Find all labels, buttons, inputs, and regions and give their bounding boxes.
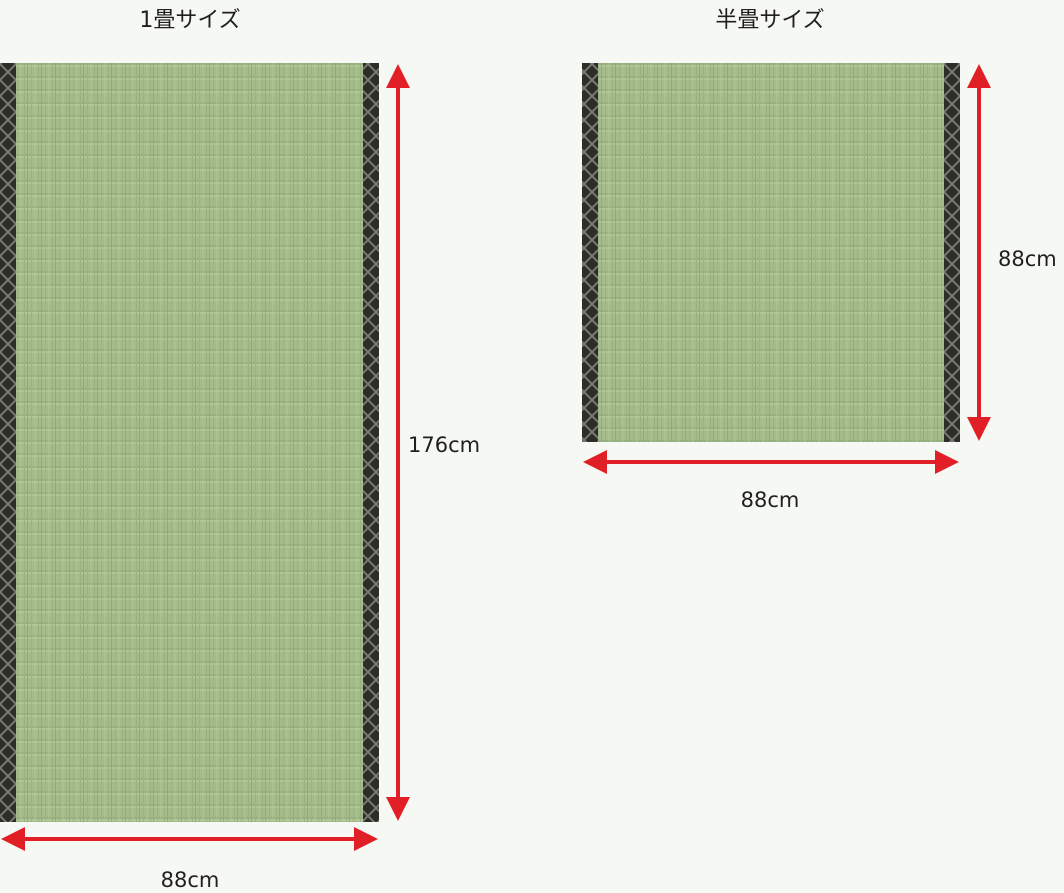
full-mat-surface: [0, 63, 379, 822]
full-mat-width-label: 88cm: [161, 868, 220, 892]
half-mat-width-label: 88cm: [741, 488, 800, 512]
full-mat-height-label: 176cm: [408, 433, 480, 457]
half-mat-right-border: [944, 63, 960, 442]
full-mat-group: 1畳サイズ 176cm 88cm: [0, 8, 480, 892]
half-mat-group: 半畳サイズ 88cm 88cm: [582, 8, 1057, 512]
full-mat-title: 1畳サイズ: [139, 8, 240, 33]
half-mat-height-label: 88cm: [998, 247, 1057, 271]
full-mat-left-border: [0, 63, 16, 822]
half-mat-surface: [582, 63, 960, 442]
half-mat-left-border: [582, 63, 598, 442]
full-mat-right-border: [363, 63, 379, 822]
half-mat-title: 半畳サイズ: [715, 8, 824, 33]
